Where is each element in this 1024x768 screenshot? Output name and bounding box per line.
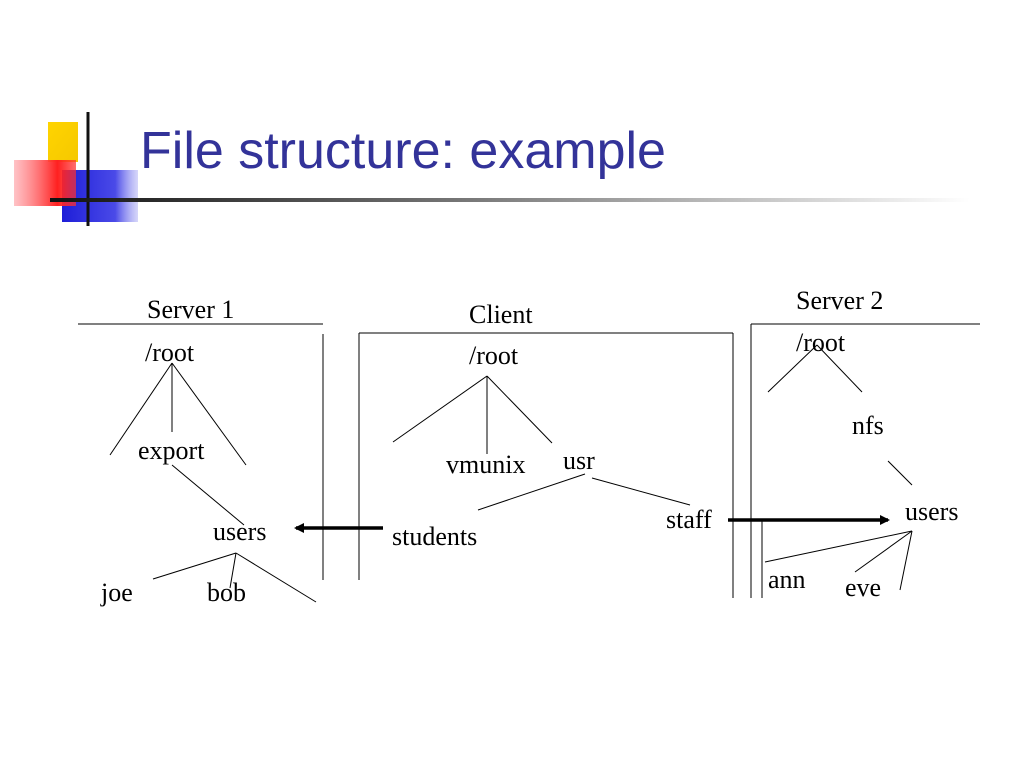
server1-bob-label: bob xyxy=(207,578,246,607)
title-underline xyxy=(50,198,970,202)
server2-eve-label: eve xyxy=(845,573,882,602)
client-students-label: students xyxy=(392,522,478,551)
client-frame xyxy=(358,332,734,598)
server1-root-label: /root xyxy=(145,338,195,367)
client-usr-label: usr xyxy=(563,446,595,475)
client-tree xyxy=(392,375,691,511)
server2-root-label: /root xyxy=(796,328,846,357)
server1-frame xyxy=(78,323,324,580)
server1-joe-label: joe xyxy=(101,578,133,607)
server1-users-label: users xyxy=(213,517,267,546)
server2-heading: Server 2 xyxy=(796,286,884,315)
server2-nfs-label: nfs xyxy=(852,411,884,440)
server2-tree xyxy=(764,344,913,591)
client-root-label: /root xyxy=(469,341,519,370)
server2-users-label: users xyxy=(905,497,959,526)
client-heading: Client xyxy=(469,300,533,329)
client-vmunix-label: vmunix xyxy=(446,450,526,479)
client-staff-label: staff xyxy=(666,505,712,534)
yellow-square xyxy=(48,122,78,162)
slide-title: File structure: example xyxy=(140,122,666,180)
server1-heading: Server 1 xyxy=(147,295,235,324)
server1-export-label: export xyxy=(138,436,205,465)
server1-tree xyxy=(109,362,317,603)
server2-ann-label: ann xyxy=(768,565,806,594)
server2-frame xyxy=(750,323,980,598)
